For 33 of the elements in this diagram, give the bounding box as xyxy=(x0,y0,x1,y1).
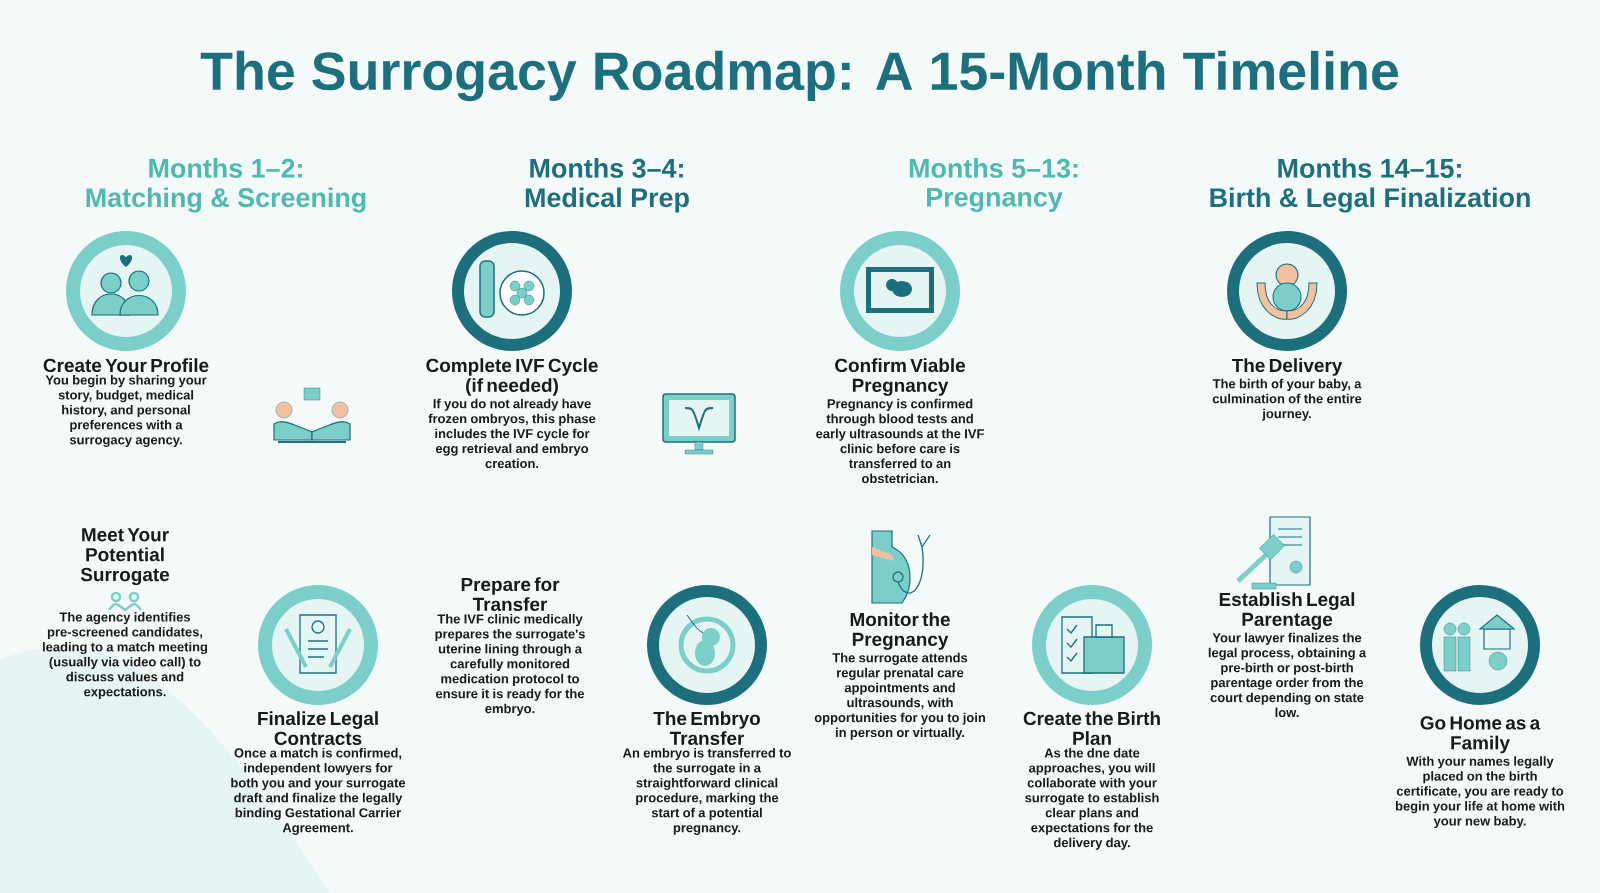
step-title: Complete IVF Cycle (if needed) xyxy=(426,358,598,396)
step-title: Monitor the Pregnancy xyxy=(850,612,950,650)
step-title: Create the Birth Plan xyxy=(1023,711,1160,746)
step-description: Once a match is confirmed, independent lowyers for both you and your surrogate draft and finalize the legally binding Gestational Carrier Agreement. xyxy=(231,748,406,835)
step-title: Create Your Profile xyxy=(43,358,209,373)
step-description: With your names legally placed on the birth certificate, you are ready to begin your life at home with your new baby. xyxy=(1395,756,1565,829)
step-title: Meet Your Potential Surrogate xyxy=(80,528,170,586)
step-description: The agency identifies pre-screened candidates, leading to a match meeting (usually via video call) to discuss values and expectations. xyxy=(43,612,208,699)
step-title: Confirm Viable Pregnancy xyxy=(835,358,966,396)
phase-heading: Months 14–15: xyxy=(1278,158,1461,178)
step-description: The surrogate attends regular prenatal care appointments and ultrasounds, with opportunities for you to join in person or virtually. xyxy=(814,652,985,740)
phase-heading: Medical Prep xyxy=(525,187,689,213)
phase-heading: Months 3–4: xyxy=(530,158,683,178)
step-title: Prepare for Transfer xyxy=(461,577,560,612)
step-title: Establish Legal Parentage xyxy=(1219,592,1355,630)
step-description: The birth of your baby, a culmination of the entire journey. xyxy=(1212,378,1362,421)
phase-heading: Pregnancy xyxy=(927,187,1063,213)
step-title: The Delivery xyxy=(1231,358,1343,376)
phase-heading: Months 5–13: xyxy=(909,158,1078,178)
phase-heading: Matching & Screening xyxy=(86,187,366,213)
step-title: The Embryo Transfer xyxy=(653,711,760,746)
step-description: The IVF clinic medically prepares the surrogate's uterine lining through a carefully monitored medication protocol to ensure it is ready for the embryo. xyxy=(435,614,585,716)
phase-heading: Months 1–2: xyxy=(149,158,302,178)
step-description: Pregnancy is confirmed through blood tests and early ultrasounds at the IVF clinic before care is transferred to an obstetrician. xyxy=(816,398,984,484)
step-title: Go Home as a Family xyxy=(1420,716,1541,754)
step-description: Your lawyer finalizes the legal process, obtaining a pre-birth or post-birth parentage order from the court depending on state low. xyxy=(1208,632,1367,718)
step-description: As the dne date approaches, you will collaborate with your surrogate to establish clear plans and expectations for the delivery day. xyxy=(1025,748,1159,850)
step-title: Finalize Legal Contracts xyxy=(258,711,378,746)
title: The Surrogacy Roadmap: A 15-Month Timeline xyxy=(200,50,1399,102)
step-description: You begin by sharing your story, budget, medical history, and personal preferences with a surrogacy agency. xyxy=(45,375,207,447)
step-description: If you do not already have frozen ombryos, this phase includes the IVF cycle for egg retrieval and embryo creation. xyxy=(428,398,596,469)
step-description: An embryo is transferred to the surrogate in a straightforward clinical procedure, marking the start of a potential pregnancy. xyxy=(622,748,791,835)
phase-heading: Birth & Legal Finalization xyxy=(1210,187,1530,213)
